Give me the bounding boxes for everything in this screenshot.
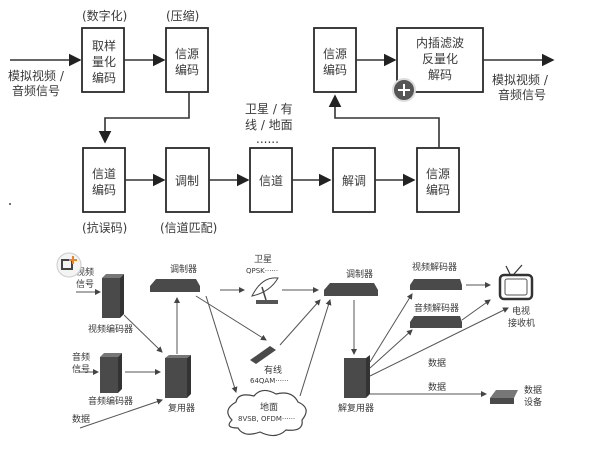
block-source-decode-upper-line2: 编码 (323, 62, 347, 77)
arrow-source-to-channel-encode (98, 92, 190, 144)
tv-icon (498, 264, 534, 301)
data-in-label: 数据 (72, 413, 90, 425)
block-sampling-line1: 取样 (92, 38, 116, 53)
satellite-dish-icon (251, 277, 279, 304)
arrow-decode-up (328, 94, 440, 148)
audio-in-label-1: 音频 (72, 351, 90, 363)
zoom-in-button[interactable] (392, 78, 416, 102)
terrestrial-mod-label: 8VSB, OFDM······ (238, 415, 295, 423)
tv-label-1: 电视 (512, 305, 530, 317)
video-in-label-2: 信号 (76, 278, 94, 290)
cable-mod-label: 64QAM······ (250, 377, 289, 385)
caption-digitize: (数字化) (82, 8, 127, 23)
terrestrial-cloud (227, 389, 307, 437)
demux-label: 解复用器 (338, 402, 374, 414)
arrow-data-in (79, 398, 163, 429)
audio-encoder-device (100, 353, 122, 393)
modulator-rx-label: 调制器 (346, 268, 373, 280)
input-label-1: 模拟视频 / (8, 68, 65, 83)
block-interp-line1: 内插滤波 (416, 36, 464, 50)
block-source-encode (165, 27, 209, 93)
tv-label-2: 接收机 (508, 317, 535, 329)
block-interp-filter (396, 27, 484, 93)
output-label-1: 模拟视频 / (492, 72, 549, 87)
satellite-label: 卫星 (254, 254, 272, 265)
arrow-videoenc-to-mux (123, 314, 163, 353)
bottom-system-diagram: 视频 信号 视频编码器 调制器 卫星 QPSK······ 音频 信号 (72, 254, 542, 437)
block-sampling-line3: 编码 (92, 70, 116, 85)
caption-channel-match: (信道匹配) (160, 221, 217, 235)
block-interp-line3: 解码 (428, 68, 452, 82)
mux-device (165, 355, 191, 398)
input-label-2: 音频信号 (12, 83, 60, 98)
channel-label-1: 卫星 / 有 (245, 102, 293, 116)
arrow-cable-to-rxmod (279, 299, 321, 346)
block-modulate-line1: 调制 (175, 174, 199, 188)
arrow-demux-to-videodec (369, 293, 413, 363)
terrestrial-label: 地面 (260, 401, 278, 413)
block-channel-encode-line1: 信道 (92, 167, 116, 181)
cable-icon (250, 346, 276, 364)
block-modulate (165, 147, 210, 213)
top-flow-diagram: 模拟视频 / 音频信号 (数字化) 取样 量化 编码 (压缩) 信源 编码 信道… (8, 8, 555, 235)
block-channel-encode-line2: 编码 (92, 182, 116, 197)
stray-dot (9, 203, 11, 205)
block-channel-line1: 信道 (259, 174, 283, 188)
mux-label: 复用器 (168, 402, 195, 414)
video-encoder-label: 视频编码器 (88, 323, 133, 335)
modulator-tx-label: 调制器 (170, 263, 197, 275)
block-source-decode-lower-line1: 信源 (426, 167, 450, 181)
block-sampling-line2: 量化 (92, 55, 116, 69)
modulator-tx-device (150, 279, 200, 292)
channel-label-3: ...... (256, 132, 279, 146)
video-encoder-device (102, 274, 124, 318)
data-device-icon (490, 390, 518, 404)
arrow-demux-to-tv-data (369, 307, 509, 377)
modulator-rx-device (324, 283, 378, 296)
caption-compress: (压缩) (166, 8, 199, 23)
arrow-audiodec-to-tv (461, 299, 491, 321)
arrow-mod-to-cable (195, 295, 267, 341)
data-out-1-label: 数据 (428, 357, 446, 369)
data-device-label-1: 数据 (524, 384, 542, 396)
output-label-2: 音频信号 (498, 87, 546, 102)
arrow-mod-to-terrestrial (205, 295, 238, 393)
audio-decoder-label: 音频解码器 (414, 302, 459, 314)
video-decoder-device (410, 279, 462, 290)
cable-label: 有线 (264, 364, 282, 376)
caption-error-resist: (抗误码) (82, 220, 127, 235)
block-source-decode-upper-line1: 信源 (323, 47, 347, 61)
add-button[interactable] (56, 252, 82, 278)
block-source-decode-lower-line2: 编码 (426, 182, 450, 197)
channel-label-2: 线 / 地面 (245, 118, 293, 132)
arrow-terrestrial-to-rxmod (299, 299, 332, 397)
satellite-mod-label: QPSK······ (246, 267, 278, 275)
data-out-2-label: 数据 (428, 381, 446, 393)
block-channel-encode (82, 147, 126, 213)
video-decoder-label: 视频解码器 (412, 261, 457, 273)
audio-encoder-label: 音频编码器 (88, 395, 133, 407)
arrow-demux-to-audiodec (369, 329, 413, 369)
block-demodulate-line1: 解调 (342, 174, 366, 188)
block-source-decode-lower (416, 147, 460, 213)
audio-in-label-2: 信号 (72, 363, 90, 375)
block-source-decode-upper (313, 27, 357, 93)
add-icon[interactable] (56, 252, 82, 278)
audio-decoder-device (410, 316, 462, 328)
demux-device (344, 355, 370, 398)
block-source-encode-line1: 信源 (175, 47, 199, 61)
block-interp-line2: 反量化 (422, 52, 458, 66)
block-source-encode-line2: 编码 (175, 62, 199, 77)
data-device-label-2: 设备 (524, 396, 542, 408)
